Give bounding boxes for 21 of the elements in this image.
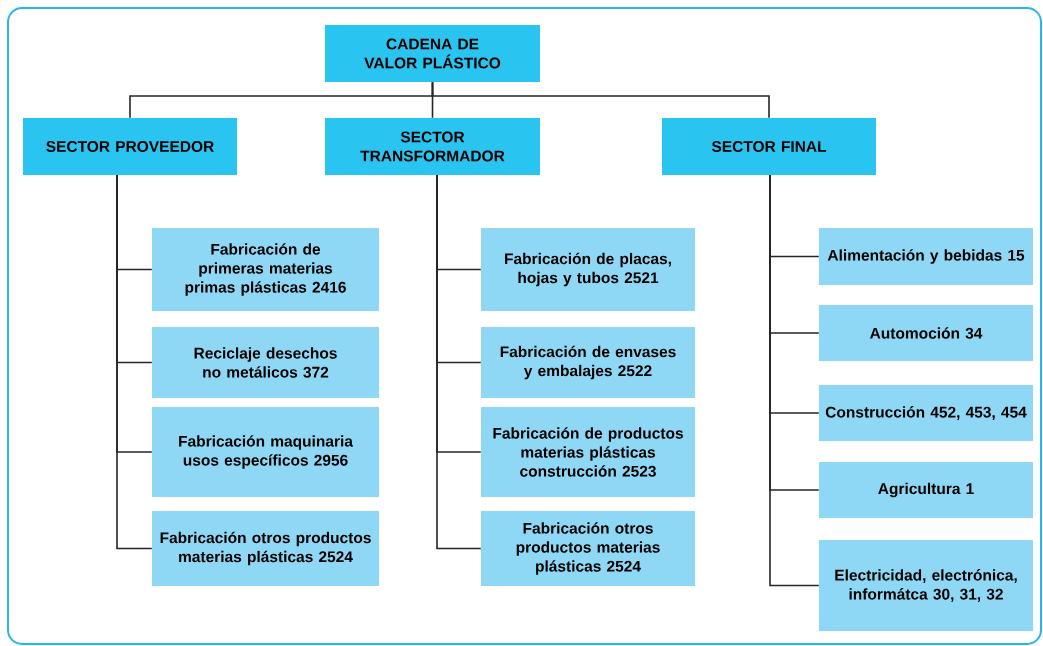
category-box: Construcción 452, 453, 454 xyxy=(819,385,1033,441)
category-box: Electricidad, electrónica, informátca 30, 31, 32 xyxy=(819,540,1033,631)
category-box: Fabricación de envases y embalajes 2522 xyxy=(481,327,695,398)
category-box: Fabricación otros productos materias plásticas 2524 xyxy=(152,511,379,586)
category-box: Fabricación otros productos materias plásticas 2524 xyxy=(481,511,695,586)
connector xyxy=(769,174,820,587)
category-box: Fabricación maquinaria usos específicos 2956 xyxy=(152,407,379,497)
sector-box: SECTOR PROVEEDOR xyxy=(23,118,237,175)
title-box: CADENA DE VALOR PLÁSTICO xyxy=(325,25,540,82)
sector-box: SECTOR FINAL xyxy=(662,118,876,175)
connector xyxy=(431,81,770,119)
category-box: Fabricación de primeras materias primas plásticas 2416 xyxy=(152,228,379,311)
category-box: Agricultura 1 xyxy=(819,462,1033,518)
sector-box: SECTOR TRANSFORMADOR xyxy=(325,118,540,175)
category-box: Fabricación de placas, hojas y tubos 2521 xyxy=(481,228,695,311)
category-box: Alimentación y bebidas 15 xyxy=(819,228,1033,285)
connector xyxy=(436,174,482,550)
connector xyxy=(116,174,153,550)
category-box: Fabricación de productos materias plásticas construcción 2523 xyxy=(481,407,695,497)
category-box: Automoción 34 xyxy=(819,305,1033,361)
category-box: Reciclaje desechos no metálicos 372 xyxy=(152,327,379,398)
